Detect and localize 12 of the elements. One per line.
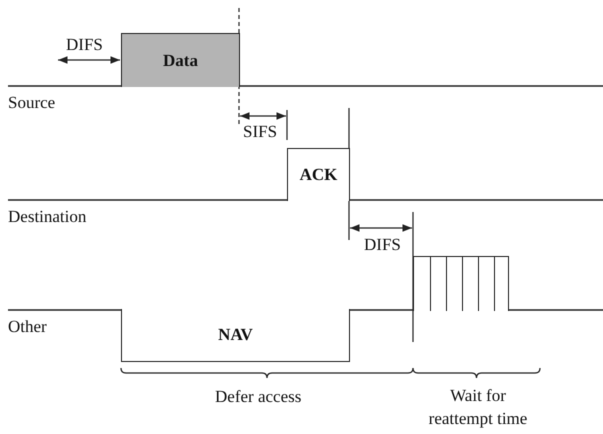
frame-box: ACK: [287, 148, 350, 201]
lane-label: Source: [8, 92, 56, 114]
interval-label: SIFS: [243, 121, 278, 143]
lane-label: Other: [8, 316, 47, 338]
interval-label: DIFS: [364, 234, 401, 256]
frame-box: NAV: [121, 309, 350, 362]
backoff-slots-box: [413, 256, 509, 311]
lane-label: Destination: [8, 206, 86, 228]
brace-label: Wait for reattempt time: [428, 385, 528, 430]
brace-label: Defer access: [215, 386, 302, 408]
frame-box: Data: [121, 33, 240, 87]
interval-label: DIFS: [66, 34, 103, 56]
